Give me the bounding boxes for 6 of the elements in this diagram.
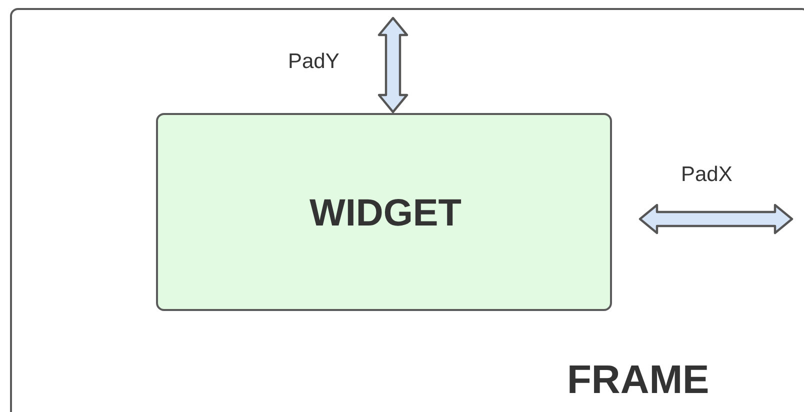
dimension-label: PadY <box>288 50 340 74</box>
frame-box <box>10 8 804 412</box>
widget-box <box>156 112 612 310</box>
dimension-label: PadX <box>681 163 732 187</box>
widget-label: WIDGET <box>310 192 462 235</box>
frame-label: FRAME <box>567 358 710 403</box>
